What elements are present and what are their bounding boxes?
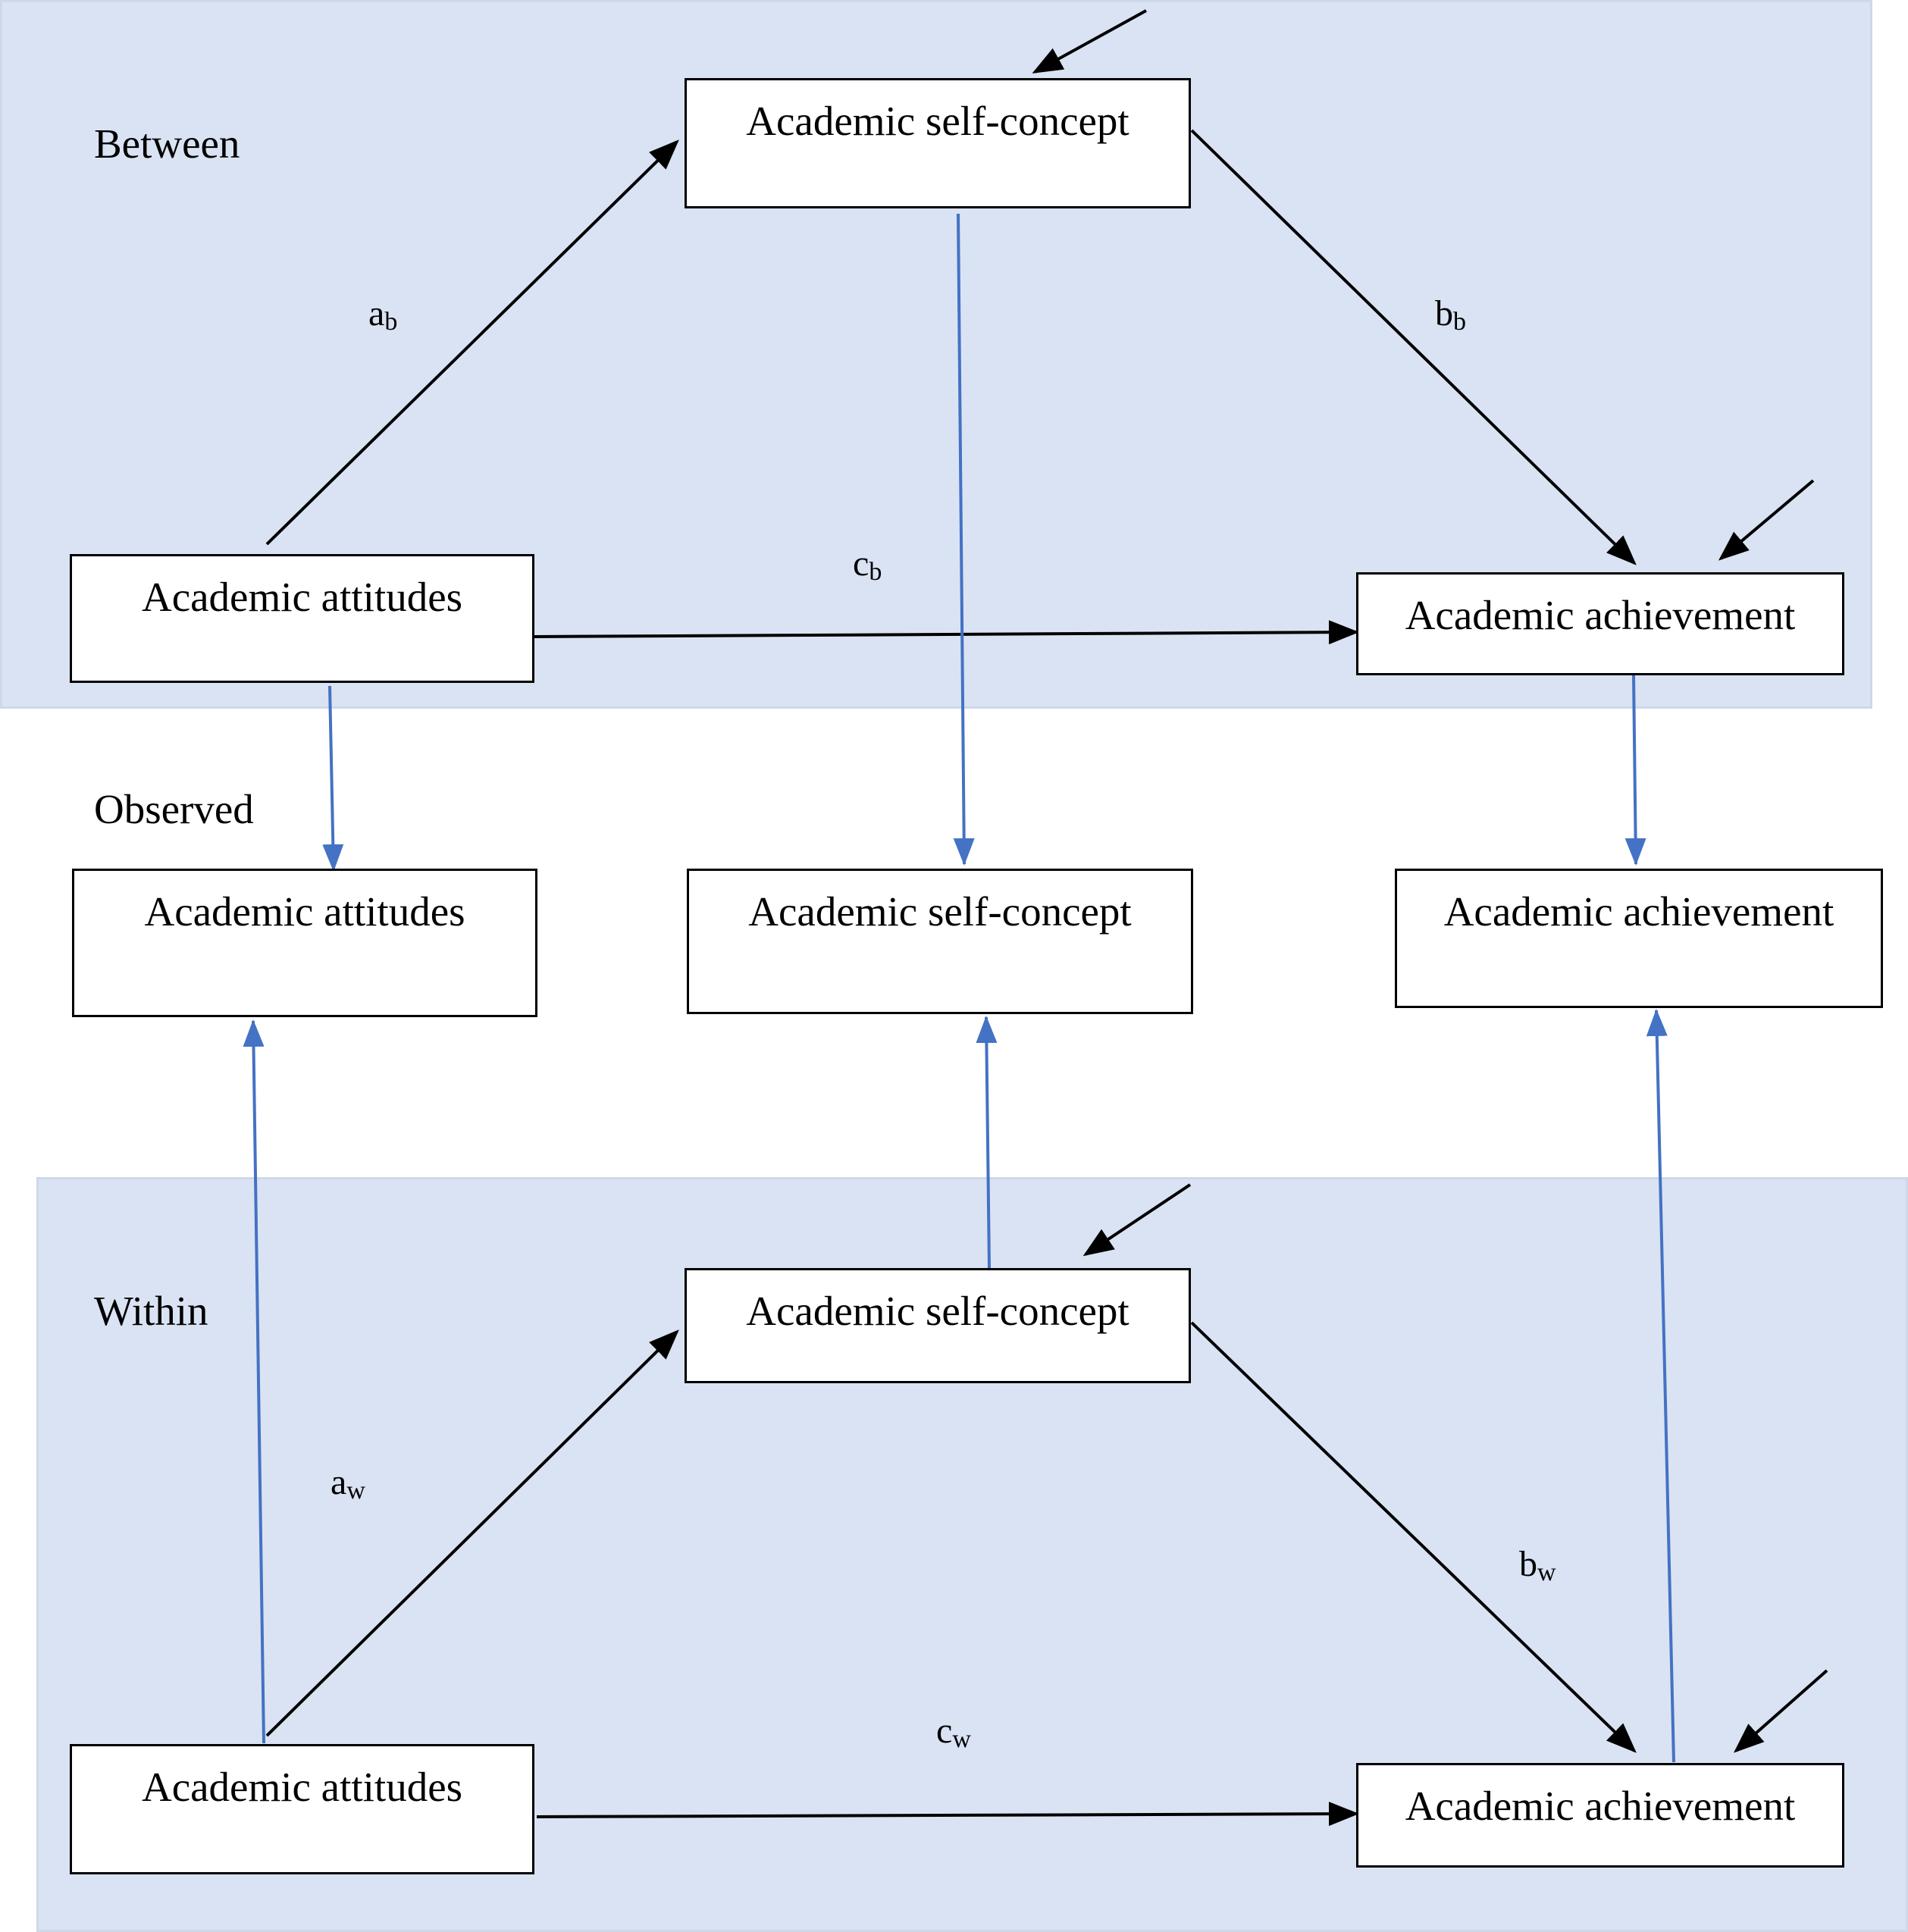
arrow-between-c [533, 620, 1359, 645]
arrow-between-a [265, 139, 679, 546]
between-selfconcept-box: Academic self-concept [685, 78, 1191, 208]
path-label-a-within: aw [331, 1462, 365, 1505]
residual-between-achievement [1718, 479, 1815, 561]
arrow-between-to-observed-attitudes [322, 685, 344, 872]
path-label-c-between: cb [853, 543, 882, 586]
within-selfconcept-box: Academic self-concept [685, 1268, 1191, 1383]
arrow-within-a [265, 1329, 679, 1737]
arrow-within-to-observed-selfconcept [976, 1016, 998, 1269]
between-label: Between [94, 121, 240, 167]
within-attitudes-box: Academic attitudes [70, 1744, 534, 1874]
arrow-between-to-observed-achievement [1624, 674, 1646, 866]
path-label-c-within: cw [936, 1711, 971, 1753]
arrow-within-b [1190, 1321, 1637, 1753]
observed-attitudes-box: Academic attitudes [72, 869, 537, 1017]
arrow-within-c [536, 1802, 1359, 1827]
between-achievement-box: Academic achievement [1356, 572, 1844, 675]
arrow-within-to-observed-attitudes [243, 1019, 265, 1744]
observed-label: Observed [94, 786, 254, 832]
path-label-b-within: bw [1519, 1544, 1556, 1586]
between-attitudes-box: Academic attitudes [70, 554, 534, 683]
within-achievement-box: Academic achievement [1356, 1763, 1844, 1868]
observed-selfconcept-box: Academic self-concept [687, 869, 1193, 1014]
residual-within-selfconcept [1082, 1183, 1192, 1257]
within-label: Within [94, 1288, 208, 1334]
residual-between-selfconcept [1032, 9, 1147, 74]
arrow-between-b [1190, 129, 1637, 565]
path-label-a-between: ab [368, 293, 398, 336]
residual-within-achievement [1734, 1669, 1828, 1753]
arrow-between-to-observed-selfconcept [953, 213, 975, 866]
observed-achievement-box: Academic achievement [1395, 869, 1883, 1008]
path-label-b-between: bb [1435, 293, 1466, 336]
arrow-within-to-observed-achievement [1646, 1009, 1675, 1763]
